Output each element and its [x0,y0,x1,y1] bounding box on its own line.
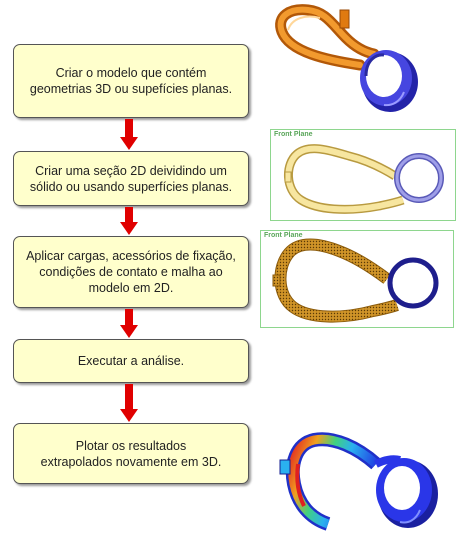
front-plane-label: Front Plane [264,232,303,239]
front-plane-frame: Front Plane [270,129,456,221]
flow-arrow-1 [120,119,138,150]
step-label: Executar a análise. [77,354,185,368]
clip-2d-mesh-image [272,238,439,323]
step-label: Criar o modelo que contém geometrias 3D … [29,66,233,96]
flow-arrow-4 [120,384,138,422]
step-label: Criar uma seção 2D deividindo um sólido … [29,163,233,194]
step-label: Aplicar cargas, acessórios de fixação, c… [26,249,236,295]
flow-arrow-3 [120,309,138,338]
flow-arrow-2 [120,207,138,235]
step-box-create-model: Criar o modelo que contém geometrias 3D … [13,44,249,118]
step-box-apply-loads: Aplicar cargas, acessórios de fixação, c… [13,236,249,308]
front-plane-mesh-frame: Front Plane [260,230,454,328]
front-plane-label: Front Plane [274,131,313,138]
clip-3d-model-image [275,4,418,112]
step-label: Plotar os resultados extrapolados novame… [40,438,222,469]
step-box-plot-results: Plotar os resultados extrapolados novame… [13,423,249,484]
step-box-create-section: Criar uma seção 2D deividindo um sólido … [13,151,249,206]
clip-3d-results-image [279,432,438,531]
clip-2d-section-image [284,144,444,214]
step-box-run-analysis: Executar a análise. [13,339,249,383]
